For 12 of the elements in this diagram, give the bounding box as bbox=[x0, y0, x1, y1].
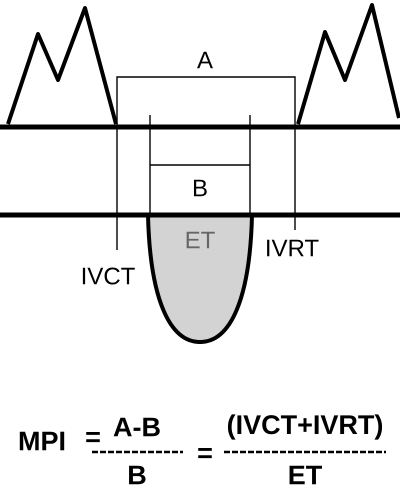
numerator: (IVCT+IVRT) bbox=[228, 414, 382, 440]
denominator: ET bbox=[290, 466, 322, 484]
interval-label: ET bbox=[186, 232, 215, 248]
interval-label: IVCT bbox=[82, 268, 135, 284]
formula-term: MPI bbox=[20, 432, 64, 450]
equals-sign: = bbox=[86, 432, 100, 442]
interval-label: B bbox=[194, 180, 207, 196]
numerator: A-B bbox=[114, 418, 160, 436]
equals-sign: = bbox=[198, 448, 212, 458]
interval-label: A bbox=[197, 52, 213, 68]
interval-label: IVRT bbox=[267, 240, 319, 256]
denominator: B bbox=[129, 466, 146, 484]
